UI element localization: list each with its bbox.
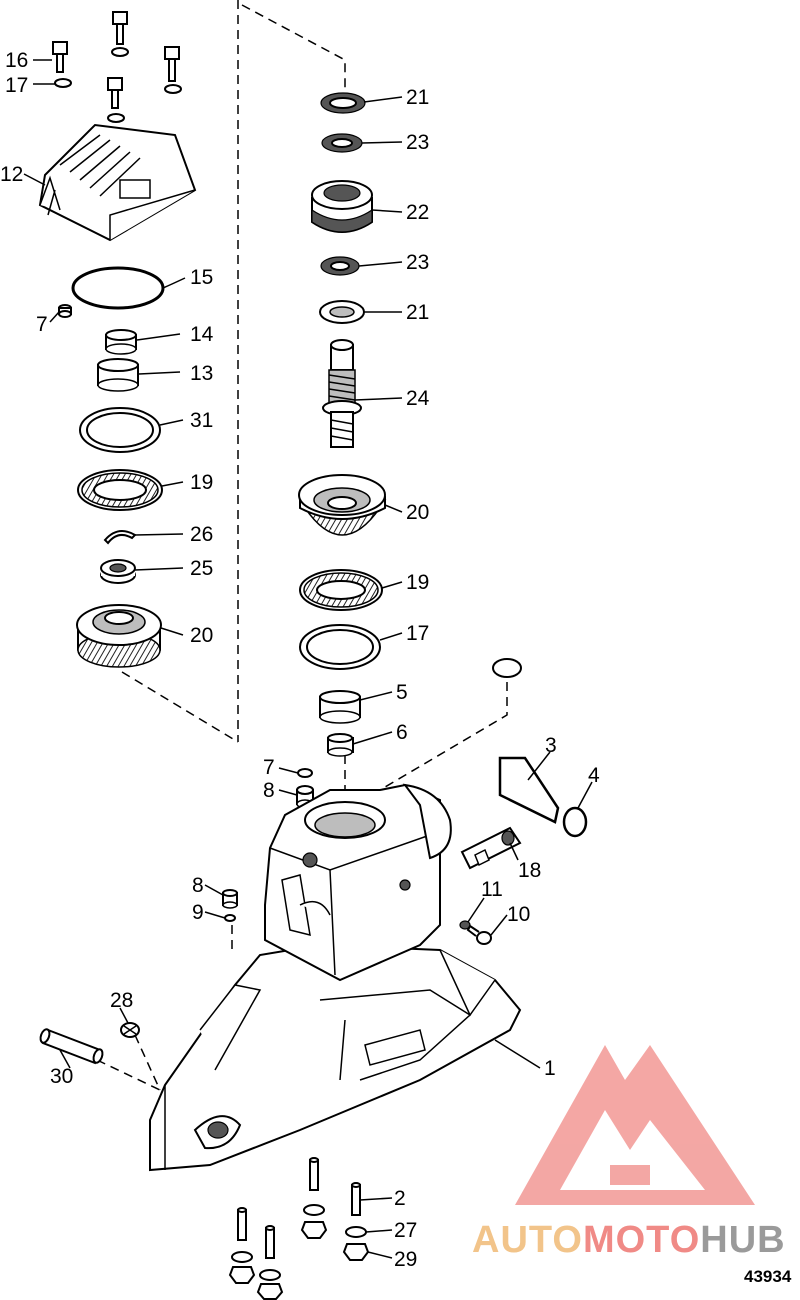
callout-21-top: 21 [406,86,429,109]
bearing-22 [311,180,373,233]
callout-13: 13 [190,362,213,385]
shim-17-right [299,624,381,670]
gasket-3 [498,756,560,824]
callout-17-right: 17 [406,622,429,645]
washers-27 [231,1204,367,1281]
callout-8-lower: 8 [192,874,204,897]
thrust-bearing-19-left [77,469,163,511]
callout-20-left: 20 [190,624,213,647]
gearcase-housing-1 [149,783,522,1172]
washer-21-bottom [319,300,365,324]
o-ring-9 [224,914,236,922]
filter-18 [460,826,522,870]
callout-17-left: 17 [5,74,28,97]
callout-4: 4 [588,764,600,787]
bushing-6 [327,733,354,757]
callout-9: 9 [192,901,204,924]
callout-22: 22 [406,201,429,224]
shim-31 [79,407,161,453]
dowel-8-lower [222,889,238,909]
cup-13 [97,358,139,392]
bushing-14 [105,329,137,355]
callout-labels: 16 17 12 15 7 14 13 31 19 26 25 20 21 23… [0,49,600,1271]
nut-25 [100,559,136,584]
callout-7-left: 7 [36,313,48,336]
callout-2: 2 [394,1187,406,1210]
callout-14: 14 [190,323,214,346]
callout-29: 29 [394,1248,417,1271]
nuts-29 [228,1221,370,1300]
callout-5: 5 [396,681,408,704]
dowel-7-left [58,304,72,318]
watermark-hub: HUB [700,1219,785,1261]
washer-23-bottom [320,256,360,276]
callout-7-right: 7 [263,756,275,779]
callout-25: 25 [190,557,213,580]
retaining-ring-26 [103,530,137,545]
gear-20-right [298,474,387,536]
plug-disc [492,658,522,678]
leader-lines [23,59,593,1259]
o-ring-7-right [297,768,313,778]
assembly-lines [96,0,508,1091]
washer-23-top [321,133,363,153]
callout-19-right: 19 [406,571,429,594]
callout-30: 30 [50,1065,73,1088]
callout-18: 18 [518,859,541,882]
callout-10: 10 [507,903,530,926]
watermark-text: AUTOMOTOHUB [472,1219,786,1261]
gear-20-left [76,604,162,668]
callout-26: 26 [190,523,213,546]
callout-3: 3 [545,734,557,757]
o-ring-15 [71,266,165,310]
o-ring-4 [562,806,588,838]
catalog-number: 43934 [744,1267,792,1286]
callout-21-bottom: 21 [406,301,429,324]
callout-12: 12 [0,163,23,186]
callout-11: 11 [481,878,503,901]
shaft-24 [322,339,362,448]
watermark-logo [515,1045,755,1205]
callout-6: 6 [396,721,408,744]
thrust-bearing-19-right [299,569,383,611]
watermark-moto: MOTO [583,1219,700,1261]
callout-31: 31 [190,409,213,432]
callout-24: 24 [406,387,430,410]
callout-16: 16 [5,49,28,72]
callout-27: 27 [394,1219,417,1242]
plug-28 [120,1022,140,1038]
callout-23-top: 23 [406,131,429,154]
callout-28: 28 [110,989,133,1012]
callout-15: 15 [190,266,213,289]
studs-2 [237,1157,361,1259]
cup-5 [319,690,361,724]
pin-30 [39,1028,104,1065]
screw-10 [466,924,492,945]
callout-23-bottom: 23 [406,251,429,274]
callout-19-left: 19 [190,471,213,494]
cover-12 [38,123,197,242]
callout-1: 1 [544,1057,556,1080]
washer-21-top [320,92,366,114]
watermark-auto: AUTO [472,1219,583,1261]
bolt-16 [52,11,182,123]
callout-20-right: 20 [406,501,429,524]
callout-8-top: 8 [263,779,275,802]
